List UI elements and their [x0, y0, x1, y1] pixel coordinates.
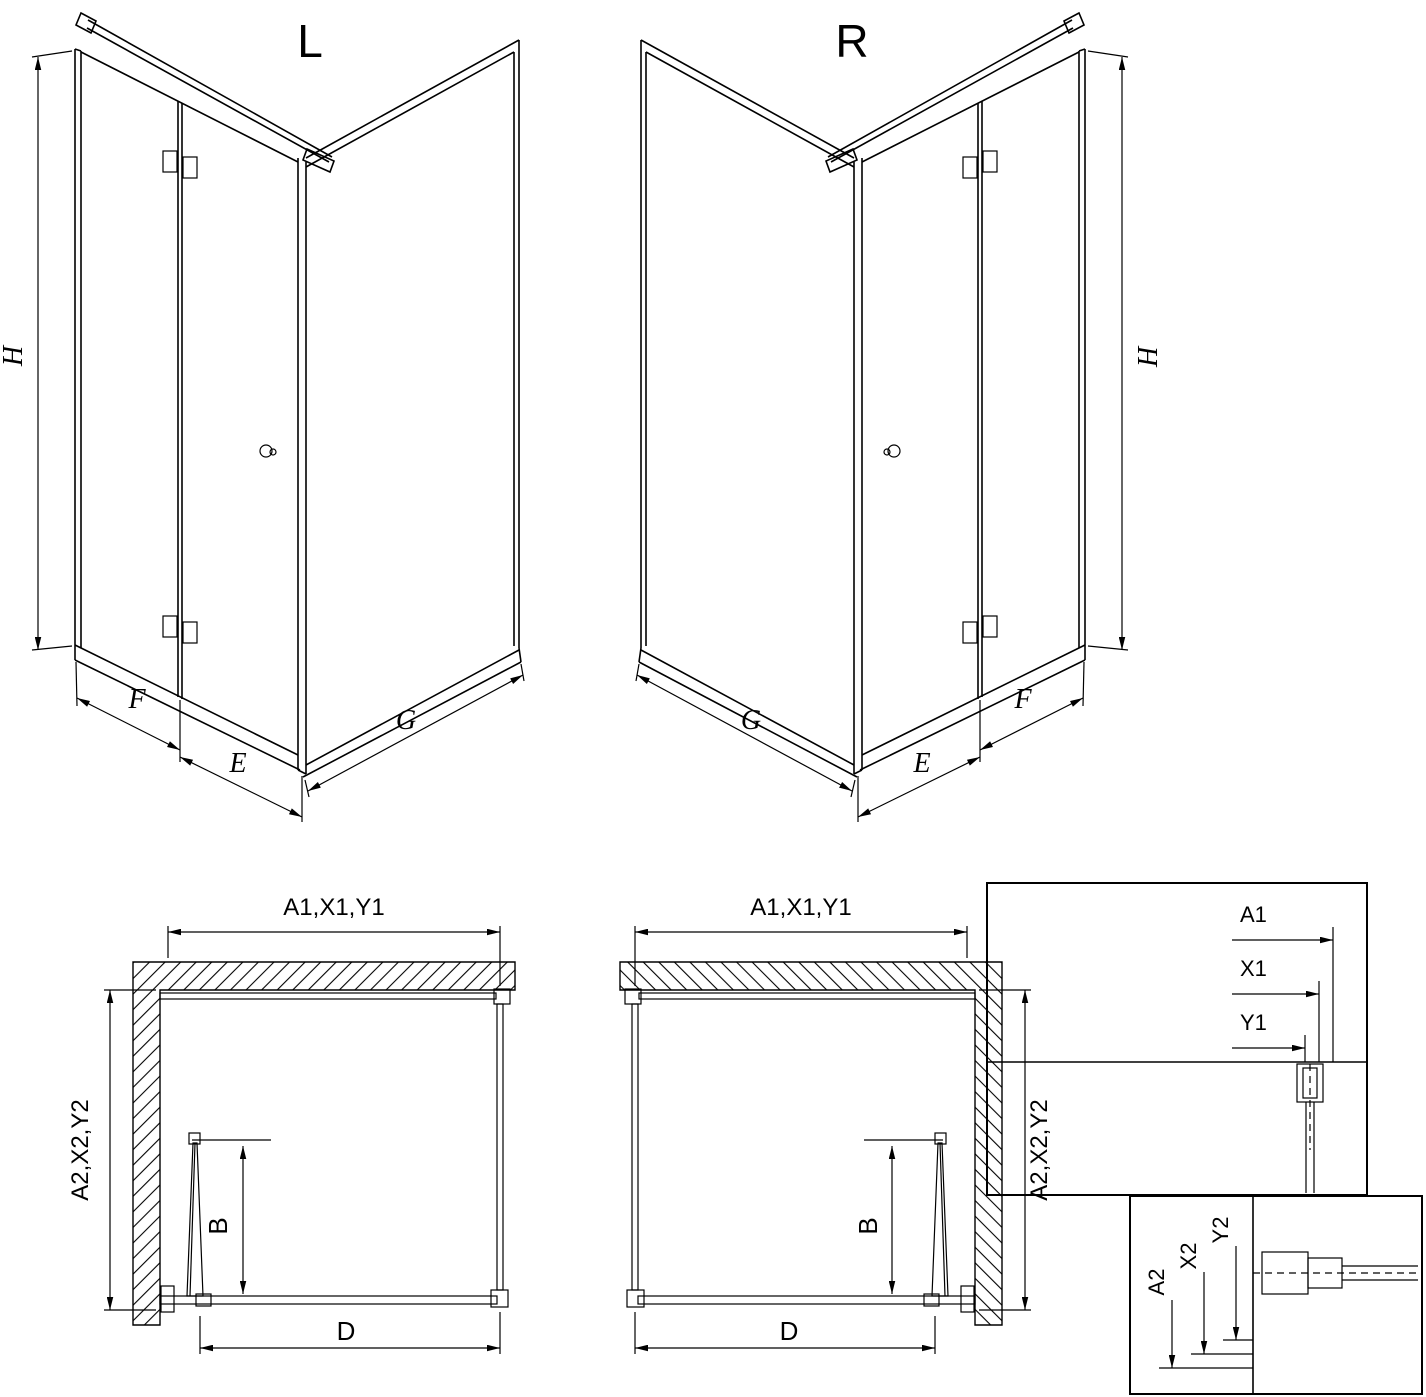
detail-bottom-frame	[1129, 1195, 1423, 1395]
plan-dim-d-right: D	[780, 1316, 799, 1346]
profile-section-vertical	[1296, 1063, 1324, 1193]
dim-label-g-left: G	[396, 705, 416, 736]
dim-b	[192, 1139, 271, 1294]
dim-d	[199, 1312, 501, 1354]
dim-label-h-right: H	[1131, 345, 1162, 368]
wall-section-hatched	[132, 961, 516, 1326]
detail-label-y2: Y2	[1208, 1217, 1233, 1244]
fixed-side-panel	[302, 39, 522, 778]
plan-dim-top-left: A1,X1,Y1	[283, 894, 384, 921]
detail-bottom-dim-lines	[1159, 1246, 1253, 1369]
detail-top-dim-lines	[1232, 927, 1334, 1062]
wall-profile	[74, 48, 82, 660]
top-support-bar	[74, 11, 336, 174]
dim-label-g-right: G	[741, 705, 761, 736]
variant-label-right: R	[835, 15, 868, 67]
plan-dim-side-right: A2,X2,Y2	[1026, 1099, 1053, 1200]
enclosure-3d-geometry-mirrored	[636, 13, 1128, 822]
door-handle-knob	[259, 444, 277, 458]
detail-label-x2: X2	[1176, 1243, 1201, 1270]
dim-label-e-left: E	[228, 748, 246, 779]
variant-label-left: L	[297, 15, 323, 67]
dim-door	[179, 756, 303, 822]
dim-a1x1y1	[167, 926, 501, 986]
plan-dim-side-left: A2,X2,Y2	[67, 1099, 94, 1200]
detail-bottom-profile: A2 X2 Y2	[1129, 1195, 1423, 1395]
plan-dim-b-left: B	[203, 1217, 233, 1234]
bifold-door-face	[74, 51, 301, 771]
dim-a2x2y2	[104, 989, 156, 1311]
detail-label-y1: Y1	[1240, 1010, 1267, 1035]
plan-dim-top-right: A1,X1,Y1	[750, 894, 851, 921]
dim-side-panel	[304, 663, 525, 798]
dim-label-h-left: H	[0, 344, 29, 367]
profile-section-horizontal	[1253, 1251, 1418, 1295]
left-3d-view-labels: L H F E G	[0, 15, 416, 779]
left-plan-labels: A1,X1,Y1 A2,X2,Y2 B D	[67, 894, 385, 1346]
hinge-bottom	[162, 615, 198, 644]
enclosure-3d-geometry	[31, 11, 525, 822]
hinge-top	[162, 150, 198, 179]
detail-label-x1: X1	[1240, 956, 1267, 981]
dim-label-f-right: F	[1013, 684, 1032, 715]
plan-view-geometry-mirrored	[620, 926, 1031, 1354]
plan-dim-d-left: D	[337, 1316, 356, 1346]
detail-label-a1: A1	[1240, 902, 1267, 927]
dim-door-panel	[75, 661, 181, 762]
dim-height	[31, 50, 73, 651]
glass-panels-plan	[159, 988, 511, 1313]
dim-label-e-right: E	[912, 748, 930, 779]
plan-view-geometry	[104, 926, 516, 1354]
right-plan-labels: A1,X1,Y1 A2,X2,Y2 B D	[750, 894, 1053, 1346]
right-3d-view-labels: R H G E F	[741, 15, 1162, 779]
plan-dim-b-right: B	[853, 1217, 883, 1234]
folded-door-plan	[186, 1132, 204, 1297]
detail-label-a2: A2	[1144, 1269, 1169, 1296]
dim-label-f-left: F	[127, 684, 146, 715]
corner-post	[297, 158, 307, 775]
